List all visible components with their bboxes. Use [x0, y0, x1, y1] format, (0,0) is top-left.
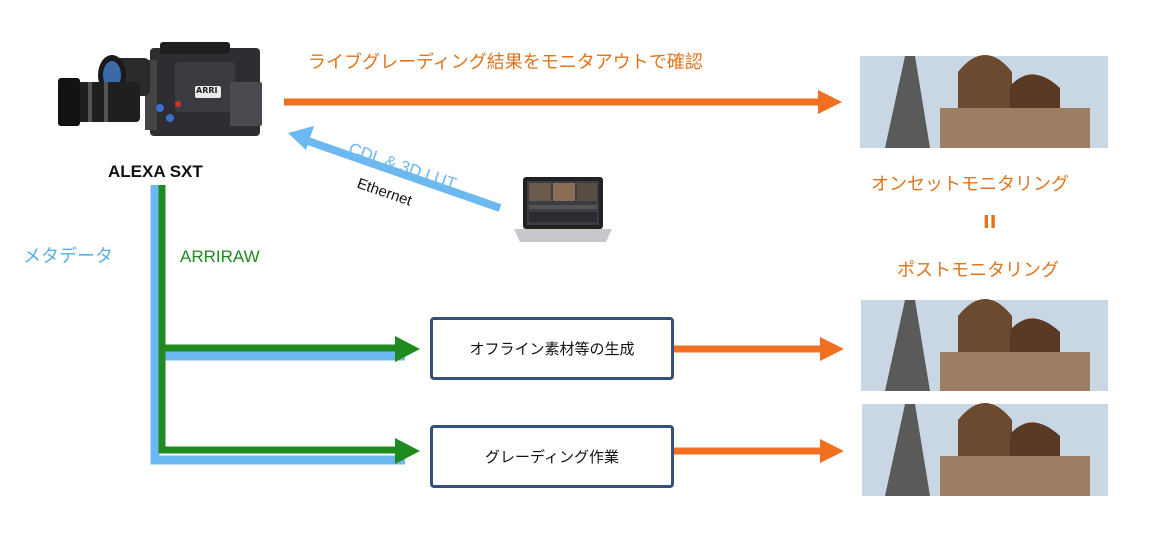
arriraw-line — [158, 185, 400, 454]
arrow-head-offline — [395, 336, 420, 362]
laptop-image — [514, 177, 612, 242]
lut-arrow-line — [303, 136, 502, 212]
lut-arrow-head — [288, 126, 314, 150]
top-arrow-head — [818, 90, 842, 114]
photo-post-1 — [861, 299, 1108, 391]
grading-output-head — [820, 439, 844, 463]
offline-output-head — [820, 337, 844, 361]
equals-mark: II — [983, 212, 997, 233]
metadata-label: メタデータ — [23, 246, 113, 267]
photo-onset — [860, 55, 1108, 148]
top-flow-label: ライブグレーディング結果をモニタアウトで確認 — [308, 52, 703, 73]
post-monitoring-label: ポストモニタリング — [897, 260, 1059, 281]
onset-monitoring-label: オンセットモニタリング — [871, 174, 1069, 195]
arriraw-label: ARRIRAW — [180, 247, 260, 266]
metadata-line — [150, 185, 405, 465]
photo-post-2 — [862, 403, 1108, 496]
grading-work-box: グレーディング作業 — [430, 425, 674, 488]
camera-brand-text: ARRI — [196, 86, 218, 95]
arrow-head-grading — [395, 438, 420, 464]
camera-image — [58, 42, 262, 136]
offline-generation-box: オフライン素材等の生成 — [430, 317, 674, 380]
camera-model-label: ALEXA SXT — [108, 162, 203, 181]
